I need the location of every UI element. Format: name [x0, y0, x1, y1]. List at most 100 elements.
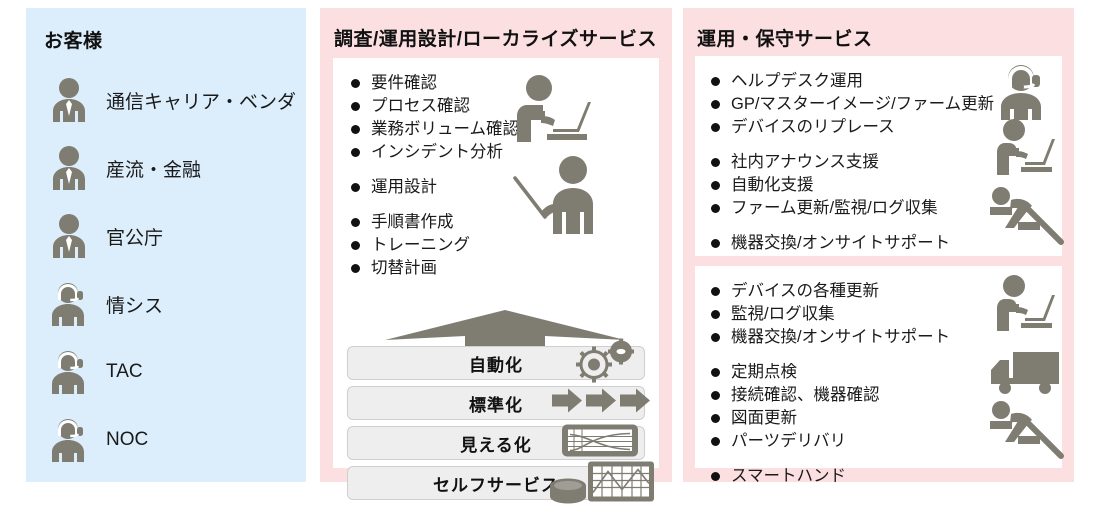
- ops1-bullet-1-0: 社内アナウンス支援: [711, 151, 994, 174]
- customer-label-1: 産流・金融: [106, 159, 202, 181]
- ops2-bullet-0-0: デバイスの各種更新: [711, 280, 950, 303]
- design-bullet-0-3: インシデント分析: [351, 141, 519, 164]
- bullet-dot-icon: [351, 264, 360, 273]
- ops2-bullet-group-2: スマートハンド: [711, 465, 950, 488]
- design-bullet-0-1: プロセス確認: [351, 95, 519, 118]
- person-at-laptop-icon: [501, 72, 601, 157]
- customer-row-4[interactable]: TAC: [44, 346, 302, 398]
- customer-label-4: TAC: [106, 361, 143, 382]
- bullet-dot-icon: [711, 391, 720, 400]
- up-arrow-icon: [385, 310, 625, 350]
- maturity-bar-automation[interactable]: 自動化: [347, 338, 645, 383]
- operations-service-panel: 運用・保守サービス ヘルプデスク運用 GP/マスターイメージ/ファーム更新 デバ…: [683, 8, 1074, 485]
- ops2-bullet-1-3: パーツデリバリ: [711, 430, 950, 453]
- person-headset-icon: [44, 280, 94, 328]
- ops1-bullet-2-0: 機器交換/オンサイトサポート: [711, 232, 994, 255]
- line-chart-monitor-icon: [560, 423, 640, 464]
- bullet-dot-icon: [351, 79, 360, 88]
- design-bullet-list: 要件確認 プロセス確認 業務ボリューム確認 インシデント分析 運用設計 手順書作…: [351, 72, 519, 292]
- ops-card-2-bullet-list: デバイスの各種更新 監視/ログ収集 機器交換/オンサイトサポート 定期点検 接続…: [711, 280, 950, 500]
- person-at-laptop-icon: [987, 118, 1061, 185]
- bullet-dot-icon: [711, 77, 720, 86]
- customer-label-0: 通信キャリア・ベンダ: [106, 91, 297, 113]
- customer-panel-title: お客様: [44, 31, 103, 52]
- customer-panel: お客様 通信キャリア・ベンダ 産流・金融: [26, 8, 306, 482]
- design-bullet-2-1: トレーニング: [351, 234, 519, 257]
- person-headset-icon: [44, 348, 94, 396]
- maturity-bar-standardization[interactable]: 標準化: [347, 386, 650, 420]
- customer-label-5: NOC: [106, 429, 149, 450]
- bullet-dot-icon: [711, 368, 720, 377]
- bullet-dot-icon: [351, 218, 360, 227]
- bullet-dot-icon: [711, 310, 720, 319]
- ops2-bullet-0-1: 監視/ログ収集: [711, 303, 950, 326]
- design-bullet-group-2: 手順書作成 トレーニング 切替計画: [351, 211, 519, 280]
- ops1-bullet-1-1: 自動化支援: [711, 174, 994, 197]
- bullet-dot-icon: [711, 287, 720, 296]
- ops1-bullet-1-2: ファーム更新/監視/ログ収集: [711, 197, 994, 220]
- person-suit-icon: [44, 212, 94, 260]
- ops-card-1-bullet-list: ヘルプデスク運用 GP/マスターイメージ/ファーム更新 デバイスのリプレース 社…: [711, 70, 994, 267]
- bullet-dot-icon: [711, 158, 720, 167]
- bullet-dot-icon: [351, 125, 360, 134]
- customer-label-2: 官公庁: [106, 227, 164, 249]
- ops2-bullet-group-0: デバイスの各種更新 監視/ログ収集 機器交換/オンサイトサポート: [711, 280, 950, 349]
- customer-row-5[interactable]: NOC: [44, 414, 302, 466]
- bullet-dot-icon: [711, 123, 720, 132]
- design-bullet-2-0: 手順書作成: [351, 211, 519, 234]
- customer-row-0[interactable]: 通信キャリア・ベンダ: [44, 74, 302, 126]
- maturity-bar-label-2: 見える化: [460, 435, 532, 455]
- ops1-bullet-0-0: ヘルプデスク運用: [711, 70, 994, 93]
- person-onsite-worker-icon: [987, 182, 1065, 251]
- person-headset-icon: [44, 416, 94, 464]
- bullet-dot-icon: [711, 414, 720, 423]
- ops-panel-title: 運用・保守サービス: [697, 29, 873, 50]
- ops2-bullet-2-0: スマートハンド: [711, 465, 950, 488]
- bullet-dot-icon: [711, 100, 720, 109]
- person-headset-icon: [991, 62, 1055, 125]
- design-bullet-group-0: 要件確認 プロセス確認 業務ボリューム確認 インシデント分析: [351, 72, 519, 164]
- design-card: 要件確認 プロセス確認 業務ボリューム確認 インシデント分析 運用設計 手順書作…: [333, 58, 659, 504]
- ops-card-2: デバイスの各種更新 監視/ログ収集 機器交換/オンサイトサポート 定期点検 接続…: [695, 266, 1065, 485]
- customer-row-1[interactable]: 産流・金融: [44, 142, 302, 194]
- service-overview-diagram: お客様 通信キャリア・ベンダ 産流・金融: [26, 8, 1074, 504]
- design-bullet-2-2: 切替計画: [351, 257, 519, 280]
- ops-card-1: ヘルプデスク運用 GP/マスターイメージ/ファーム更新 デバイスのリプレース 社…: [695, 56, 1065, 256]
- bullet-dot-icon: [711, 333, 720, 342]
- ops1-bullet-group-0: ヘルプデスク運用 GP/マスターイメージ/ファーム更新 デバイスのリプレース: [711, 70, 994, 139]
- person-presenter-pointer-icon: [501, 154, 611, 245]
- bullet-dot-icon: [711, 204, 720, 213]
- maturity-bar-label-1: 標準化: [469, 395, 523, 415]
- customer-row-2[interactable]: 官公庁: [44, 210, 302, 262]
- three-arrows-icon: [552, 386, 660, 421]
- person-at-laptop-icon: [987, 274, 1061, 341]
- bullet-dot-icon: [711, 181, 720, 190]
- bullet-dot-icon: [351, 183, 360, 192]
- database-grid-chart-icon: [548, 459, 658, 512]
- design-bullet-group-1: 運用設計: [351, 176, 519, 199]
- ops1-bullet-0-2: デバイスのリプレース: [711, 116, 994, 139]
- ops2-bullet-1-0: 定期点検: [711, 361, 950, 384]
- design-bullet-0-0: 要件確認: [351, 72, 519, 95]
- ops1-bullet-group-2: 機器交換/オンサイトサポート: [711, 232, 994, 255]
- ops2-bullet-group-1: 定期点検 接続確認、機器確認 図面更新 パーツデリバリ: [711, 361, 950, 453]
- design-bullet-0-2: 業務ボリューム確認: [351, 118, 519, 141]
- ops1-bullet-group-1: 社内アナウンス支援 自動化支援 ファーム更新/監視/ログ収集: [711, 151, 994, 220]
- design-panel-title: 調査/運用設計/ローカライズサービス: [334, 29, 657, 50]
- maturity-bar-label-3: セルフサービス: [433, 475, 559, 495]
- person-suit-icon: [44, 76, 94, 124]
- design-bullet-1-0: 運用設計: [351, 176, 519, 199]
- customer-label-3: 情シス: [106, 295, 164, 317]
- person-suit-icon: [44, 144, 94, 192]
- ops2-bullet-1-2: 図面更新: [711, 407, 950, 430]
- ops2-bullet-1-1: 接続確認、機器確認: [711, 384, 950, 407]
- design-service-panel: 調査/運用設計/ローカライズサービス 要件確認 プロセス確認 業務ボリューム確認…: [320, 8, 672, 504]
- ops2-bullet-0-2: 機器交換/オンサイトサポート: [711, 326, 950, 349]
- bullet-dot-icon: [351, 102, 360, 111]
- customer-row-3[interactable]: 情シス: [44, 278, 302, 330]
- bullet-dot-icon: [711, 472, 720, 481]
- bullet-dot-icon: [351, 148, 360, 157]
- delivery-truck-icon: [987, 348, 1065, 403]
- maturity-bar-self-service[interactable]: セルフサービス: [347, 461, 654, 504]
- maturity-bar-visualization[interactable]: 見える化: [347, 424, 645, 460]
